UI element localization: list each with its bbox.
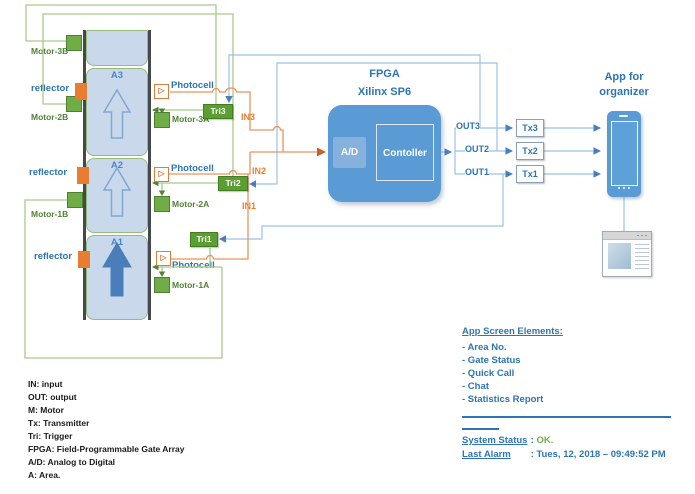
legend-line: M: Motor — [28, 405, 64, 415]
app-screen-heading: App Screen Elements: — [462, 326, 563, 337]
blue-signal-wires — [223, 54, 625, 240]
app-screen-item: - Statistics Report — [462, 394, 544, 405]
area-label-a3: A3 — [110, 70, 124, 81]
motor-2b-label: Motor-2B — [31, 112, 69, 122]
window-content-thumbnail — [608, 243, 631, 269]
in3-label: IN3 — [241, 112, 256, 123]
reflector-3-square — [75, 83, 87, 100]
area-box-a3 — [86, 68, 148, 156]
legend-block: IN: input OUT: output M: Motor Tx: Trans… — [28, 378, 185, 482]
phone-buttons — [607, 176, 641, 194]
adc-block: A/D — [333, 137, 366, 168]
fpga-block: A/D Contoller — [328, 105, 441, 202]
fpga-subtitle: Xilinx SP6 — [357, 86, 412, 98]
motor-3a-square — [154, 112, 170, 128]
motor-2a-square — [154, 196, 170, 212]
reflector-2-label: reflector — [29, 167, 68, 178]
legend-line: FPGA: Field-Programmable Gate Array — [28, 444, 185, 454]
motor-3a-label: Motor-3A — [172, 114, 210, 124]
photocell-3-label: Photocell — [171, 80, 214, 91]
legend-line: Tx: Transmitter — [28, 418, 90, 428]
system-status-value: OK. — [536, 435, 554, 446]
tx3-box: Tx3 — [516, 119, 544, 137]
area-label-a2: A2 — [110, 160, 124, 171]
reflector-1-square — [78, 251, 90, 268]
legend-line: A/D: Analog to Digital — [28, 457, 116, 467]
orange-arrowhead-into-adc — [317, 147, 326, 157]
trigger-tri3: Tri3 — [203, 104, 233, 119]
last-alarm-label: Last Alarm — [462, 449, 511, 460]
motor-1a-square — [154, 277, 170, 293]
reflector-2-square — [77, 167, 89, 184]
reflector-3-label: reflector — [31, 83, 70, 94]
app-screen-item: - Area No. — [462, 342, 507, 353]
legend-line: OUT: output — [28, 392, 77, 402]
tx1-box: Tx1 — [516, 165, 544, 183]
divider-short — [462, 428, 499, 430]
legend-line: IN: input — [28, 379, 63, 389]
divider-long — [462, 416, 671, 418]
last-alarm-value: : Tues, 12, 2018 – 09:49:52 PM — [530, 449, 666, 460]
system-status-sep: : — [530, 435, 534, 446]
controller-block: Contoller — [376, 124, 434, 181]
app-screen-item: - Gate Status — [462, 355, 521, 366]
window-titlebar — [603, 232, 651, 240]
system-status-label: System Status — [462, 435, 528, 446]
area-label-a1: A1 — [110, 237, 124, 248]
legend-line: Tri: Trigger — [28, 431, 73, 441]
reflector-1-label: reflector — [34, 251, 73, 262]
motor-1b-label: Motor-1B — [31, 209, 69, 219]
app-screen-item: - Quick Call — [462, 368, 515, 379]
tx2-box: Tx2 — [516, 142, 544, 160]
app-title-line2: organizer — [599, 86, 649, 98]
legend-line: A: Area. — [28, 470, 61, 480]
blue-arrowheads — [219, 96, 601, 243]
out3-label: OUT3 — [456, 121, 481, 132]
system-status-row: System Status : OK. — [462, 435, 553, 446]
right-rail — [148, 30, 151, 320]
app-screen-panel: App Screen Elements: - Area No. - Gate S… — [462, 325, 563, 406]
photocell-3-icon: ▷ — [154, 84, 169, 99]
smartphone-icon — [607, 111, 641, 197]
orange-sensor-wires — [169, 87, 317, 260]
app-title-line1: App for — [604, 71, 644, 83]
fpga-title: FPGA — [369, 68, 400, 80]
motor-2a-label: Motor-2A — [172, 199, 210, 209]
app-screen-item: - Chat — [462, 381, 489, 392]
motor-3b-square — [66, 35, 82, 51]
photocell-1-label: Photocell — [172, 260, 215, 271]
photocell-1-icon: ▷ — [156, 251, 171, 266]
phone-speaker — [619, 115, 628, 117]
in2-label: IN2 — [252, 166, 267, 177]
out2-label: OUT2 — [465, 144, 490, 155]
photocell-2-icon: ▷ — [154, 167, 169, 182]
photocell-2-label: Photocell — [171, 163, 214, 174]
area-box-top — [86, 30, 148, 66]
in1-label: IN1 — [242, 201, 257, 212]
desktop-window-icon — [602, 231, 652, 277]
trigger-tri2: Tri2 — [218, 176, 248, 191]
last-alarm-row: Last Alarm : Tues, 12, 2018 – 09:49:52 P… — [462, 449, 666, 460]
motor-1a-label: Motor-1A — [172, 280, 210, 290]
trigger-tri1: Tri1 — [190, 232, 218, 247]
motor-1b-square — [67, 192, 83, 208]
phone-screen — [610, 121, 638, 186]
motor-3b-label: Motor-3B — [31, 46, 69, 56]
out1-label: OUT1 — [465, 167, 490, 178]
motor-2b-square — [66, 96, 82, 112]
